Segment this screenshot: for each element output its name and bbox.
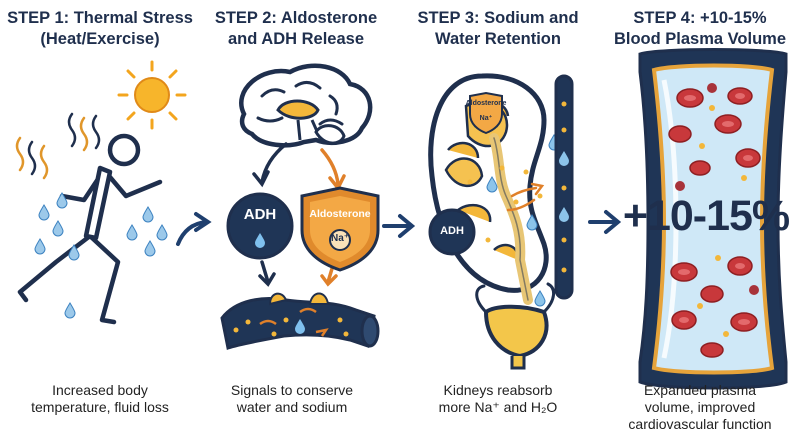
sun-icon bbox=[117, 60, 187, 130]
step-1-title: STEP 1: Thermal Stress(Heat/Exercise) bbox=[7, 9, 193, 48]
flow-arrow-2 bbox=[382, 214, 416, 238]
adh-label: ADH bbox=[243, 206, 277, 223]
na-label: Na⁺ bbox=[330, 233, 350, 244]
red-blood-cell-centers bbox=[678, 93, 753, 325]
adh-badge bbox=[226, 192, 294, 260]
bladder-icon bbox=[475, 282, 555, 370]
plasma-increase-label: +10-15% bbox=[622, 192, 790, 240]
platelets bbox=[697, 105, 747, 337]
kidney-adh-label: ADH bbox=[440, 225, 464, 237]
aldosterone-label: Aldosterone bbox=[309, 208, 371, 220]
renal-vessel bbox=[554, 74, 574, 300]
aldosterone-shield bbox=[300, 186, 380, 272]
brain-icon bbox=[239, 63, 373, 148]
runner-figure bbox=[17, 133, 163, 325]
flow-arrow-1 bbox=[176, 212, 212, 246]
step-4-title: STEP 4: +10-15%Blood Plasma Volume bbox=[613, 9, 787, 48]
aldosterone-kidney-shield bbox=[469, 91, 503, 135]
white-blood-cells bbox=[675, 83, 759, 295]
flow-arrow-3 bbox=[588, 210, 622, 234]
kidney-aldosterone-label: Aldosterone bbox=[465, 100, 507, 107]
heat-waves-icon bbox=[15, 112, 101, 180]
kidney-na-label: Na⁺ bbox=[479, 115, 493, 122]
blood-vessel-tube bbox=[220, 292, 380, 350]
